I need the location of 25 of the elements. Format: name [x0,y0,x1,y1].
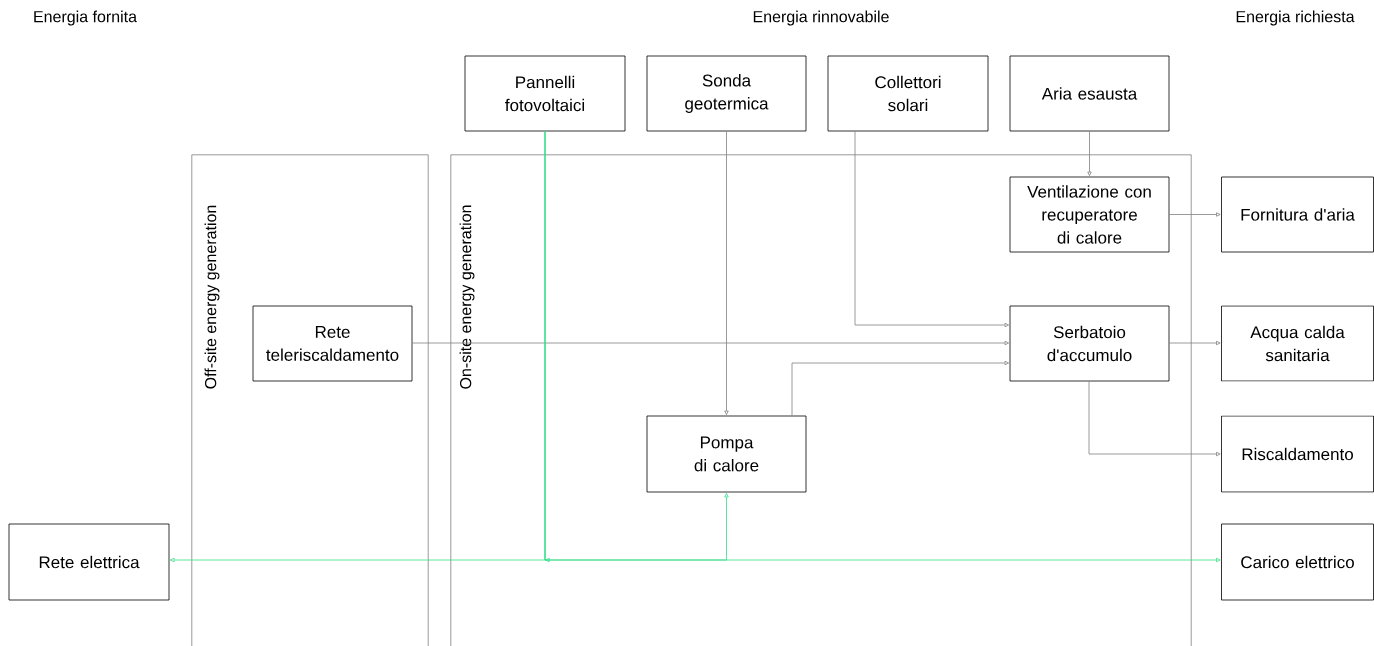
process-box: Pannelli fotovoltaici [464,55,626,132]
process-box: Sonda geotermica [646,55,807,132]
arrow [1087,131,1092,177]
column-heading: Energia rinnovabile [753,10,889,26]
process-box: Ventilazione con recuperatore di calore [1009,176,1170,253]
process-box: Rete elettrica [8,523,170,601]
arrow [544,131,729,561]
column-heading: Energia richiesta [1236,10,1355,26]
process-box: Carico elettrico [1221,523,1374,601]
process-box: Serbatoio d'accumulo [1009,305,1170,382]
arrow [854,131,1010,328]
process-box: Fornitura d'aria [1221,176,1374,253]
process-box: Pompa di calore [646,415,807,493]
arrow [724,131,729,416]
arrow [412,340,1010,346]
column-heading: Energia fornita [34,10,137,26]
process-box: Riscaldamento [1221,415,1374,493]
process-box: Acqua calda sanitaria [1221,305,1374,382]
process-box: Rete teleriscaldamento [252,305,413,382]
arrow [791,360,1010,416]
process-box: Collettori solari [827,55,989,132]
process-box: Aria esausta [1009,55,1170,132]
arrow [1088,381,1221,457]
arrow [1169,340,1221,346]
arrow [1169,212,1221,217]
